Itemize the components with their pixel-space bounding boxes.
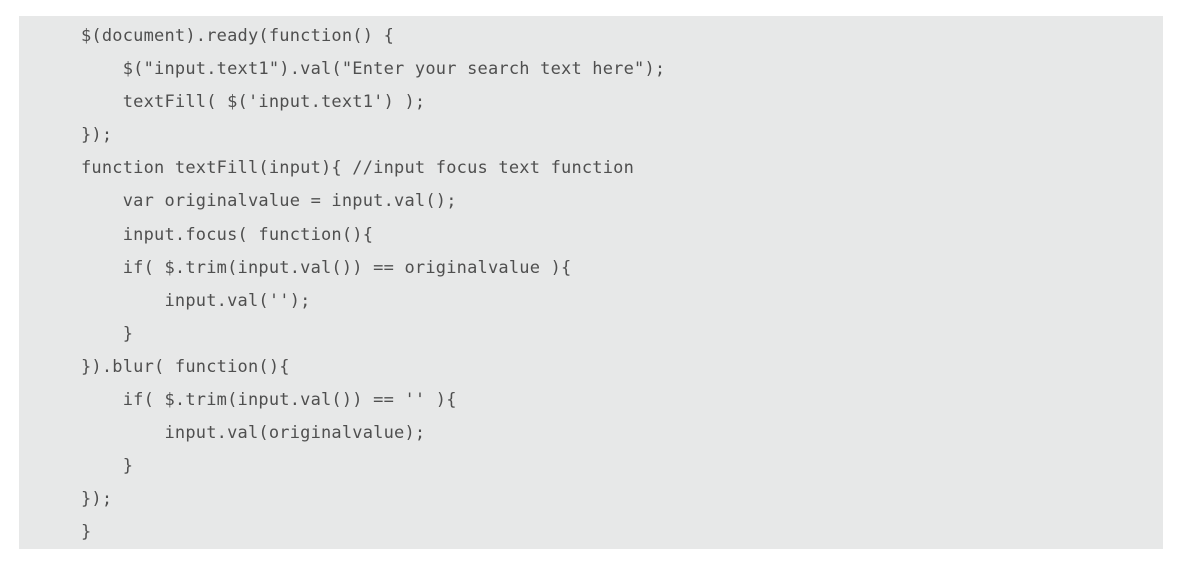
code-line: } [81, 323, 134, 344]
code-line: } [81, 456, 134, 477]
code-line: }); [81, 125, 113, 146]
code-line: $("input.text1").val("Enter your search … [81, 59, 666, 80]
code-line: if( $.trim(input.val()) == '' ){ [81, 390, 457, 411]
code-line: var originalvalue = input.val(); [81, 191, 457, 212]
code-line: input.val(originalvalue); [81, 423, 426, 444]
code-listing: $(document).ready(function() { $("input.… [19, 16, 1163, 549]
code-line: }).blur( function(){ [81, 356, 290, 377]
code-line: $(document).ready(function() { [81, 26, 395, 46]
code-line: input.val(''); [81, 290, 311, 311]
code-line: if( $.trim(input.val()) == originalvalue… [81, 257, 572, 278]
code-line: function textFill(input){ //input focus … [81, 158, 635, 179]
code-line: input.focus( function(){ [81, 224, 374, 245]
code-line: textFill( $('input.text1') ); [81, 92, 426, 113]
code-line: }); [81, 489, 113, 510]
code-line: } [81, 522, 92, 543]
